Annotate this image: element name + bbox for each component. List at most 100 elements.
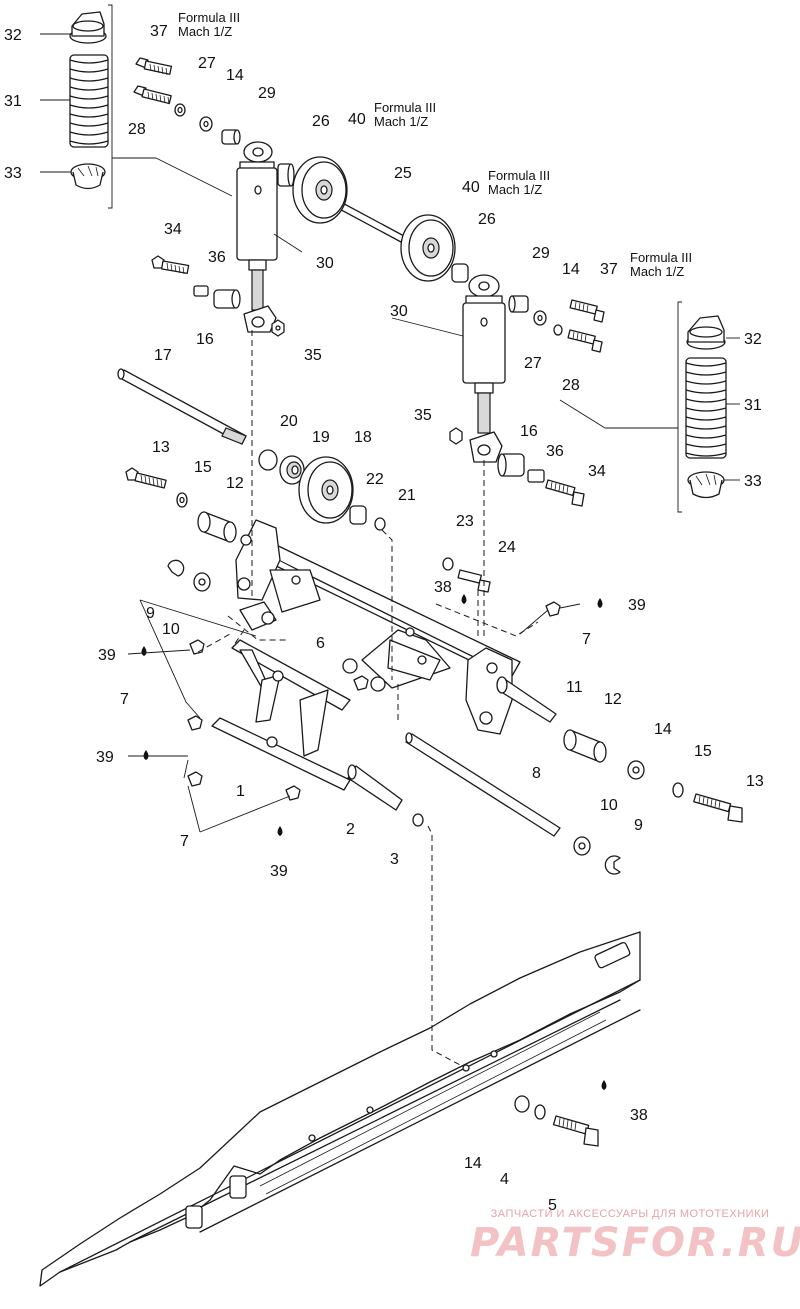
callout-9-right: 9 bbox=[634, 817, 643, 834]
spring-retainer-33-left bbox=[70, 163, 106, 190]
callout-10-left: 10 bbox=[162, 621, 180, 638]
wheel-18 bbox=[298, 456, 354, 524]
callout-16-left: 16 bbox=[196, 331, 214, 348]
callout-20: 20 bbox=[280, 413, 298, 430]
washer-23 bbox=[442, 557, 454, 571]
grease-drop-icons bbox=[141, 594, 607, 1090]
note-center-top-line2: Mach 1/Z bbox=[374, 114, 428, 129]
callout-27-left: 27 bbox=[198, 55, 216, 72]
note-center-top-line1: Formula III bbox=[374, 100, 436, 115]
callout-31-left: 31 bbox=[4, 93, 22, 110]
callout-7-left: 7 bbox=[120, 691, 129, 708]
note-right-line2: Mach 1/Z bbox=[630, 264, 684, 279]
callout-32-left: 32 bbox=[4, 27, 22, 44]
bolt-13-left bbox=[125, 467, 167, 489]
callout-30-left: 30 bbox=[316, 255, 334, 272]
callout-9-left: 9 bbox=[146, 605, 155, 622]
rail-hardware-14-4-5 bbox=[514, 1095, 599, 1147]
callout-7-right: 7 bbox=[582, 631, 591, 648]
callout-34-left: 34 bbox=[164, 221, 182, 238]
callout-4: 4 bbox=[500, 1171, 509, 1188]
grease-drop-icon bbox=[141, 646, 147, 656]
bushing-12-right bbox=[563, 729, 607, 763]
callout-8: 8 bbox=[532, 765, 541, 782]
callout-38-bottom: 38 bbox=[630, 1107, 648, 1124]
callout-12-right: 12 bbox=[604, 691, 622, 708]
lower-arm-1 bbox=[211, 639, 351, 791]
callout-10-right: 10 bbox=[600, 797, 618, 814]
callout-17: 17 bbox=[154, 347, 172, 364]
callout-26-right: 26 bbox=[478, 211, 496, 228]
ring-20 bbox=[258, 449, 278, 471]
callout-35-right: 35 bbox=[414, 407, 432, 424]
grease-drop-icon bbox=[597, 598, 603, 608]
left-shock-bottom-hardware bbox=[151, 255, 285, 337]
callout-11: 11 bbox=[566, 679, 583, 696]
grease-fittings-7 bbox=[187, 601, 561, 801]
callout-40-left: 40 bbox=[348, 111, 366, 128]
callout-5: 5 bbox=[548, 1197, 557, 1214]
bolt-24 bbox=[457, 569, 491, 593]
shaft-17 bbox=[117, 368, 247, 445]
callout-14-left: 14 bbox=[226, 67, 244, 84]
watermark-subtitle: ЗАПЧАСТИ И АКСЕССУАРЫ ДЛЯ МОТОТЕХНИКИ bbox=[490, 1208, 770, 1220]
callout-29-left: 29 bbox=[258, 85, 276, 102]
washer-10-right bbox=[573, 836, 591, 856]
callout-38-top: 38 bbox=[434, 579, 452, 596]
watermark-brand: PARTSFOR.RU bbox=[470, 1220, 800, 1266]
callout-28-left: 28 bbox=[128, 121, 146, 138]
slide-rail bbox=[39, 931, 641, 1287]
bushing-12-left bbox=[197, 511, 237, 543]
callout-6: 6 bbox=[316, 635, 325, 652]
washer-3 bbox=[412, 813, 424, 827]
leader-lines bbox=[40, 33, 740, 833]
callout-13-right: 13 bbox=[746, 773, 764, 790]
callout-39-left-lower: 39 bbox=[96, 749, 114, 766]
callout-15-left: 15 bbox=[194, 459, 212, 476]
callout-22: 22 bbox=[366, 471, 384, 488]
callout-33-left: 33 bbox=[4, 165, 22, 182]
callout-39-bottom: 39 bbox=[270, 863, 288, 880]
callout-14-right-top: 14 bbox=[562, 261, 580, 278]
right-shock-top-hardware bbox=[451, 263, 605, 353]
bearing-19 bbox=[279, 455, 305, 485]
callout-29-right: 29 bbox=[532, 245, 550, 262]
callout-24: 24 bbox=[498, 539, 516, 556]
grease-drop-icon bbox=[143, 750, 149, 760]
callout-23: 23 bbox=[456, 513, 474, 530]
clip-9-right bbox=[604, 855, 621, 875]
main-arm-6 bbox=[235, 519, 521, 735]
right-spring-assembly bbox=[605, 301, 727, 513]
callout-33-right: 33 bbox=[744, 473, 762, 490]
callout-27-right: 27 bbox=[524, 355, 542, 372]
spring-retainer-33-right bbox=[687, 471, 725, 499]
callout-14-bottom: 14 bbox=[464, 1155, 482, 1172]
callout-40-right: 40 bbox=[462, 179, 480, 196]
callout-21: 21 bbox=[398, 487, 416, 504]
shaft-2 bbox=[347, 764, 403, 811]
callout-25: 25 bbox=[394, 165, 412, 182]
washer-10-left bbox=[193, 572, 211, 592]
callout-19: 19 bbox=[312, 429, 330, 446]
callout-31-right: 31 bbox=[744, 397, 762, 414]
left-shock-absorber-30 bbox=[155, 141, 278, 333]
grease-drop-icon bbox=[277, 826, 283, 836]
right-shock-bottom-hardware bbox=[449, 427, 585, 507]
grease-drop-icon bbox=[461, 594, 467, 604]
callout-15-right: 15 bbox=[694, 743, 712, 760]
note-center-line1: Formula III bbox=[488, 168, 550, 183]
bolt-13-right bbox=[693, 793, 743, 823]
clip-9-left bbox=[167, 559, 185, 577]
idler-wheel-40-left bbox=[292, 156, 348, 224]
callout-16-right: 16 bbox=[520, 423, 538, 440]
callout-13-left: 13 bbox=[152, 439, 170, 456]
assembly-lines bbox=[197, 330, 539, 1067]
left-shock-top-hardware bbox=[133, 57, 295, 187]
callout-2: 2 bbox=[346, 821, 355, 838]
callout-28-right: 28 bbox=[562, 377, 580, 394]
callout-37-right: 37 bbox=[600, 261, 618, 278]
callout-7-bottom: 7 bbox=[180, 833, 189, 850]
callout-30-right: 30 bbox=[390, 303, 408, 320]
callout-3: 3 bbox=[390, 851, 399, 868]
